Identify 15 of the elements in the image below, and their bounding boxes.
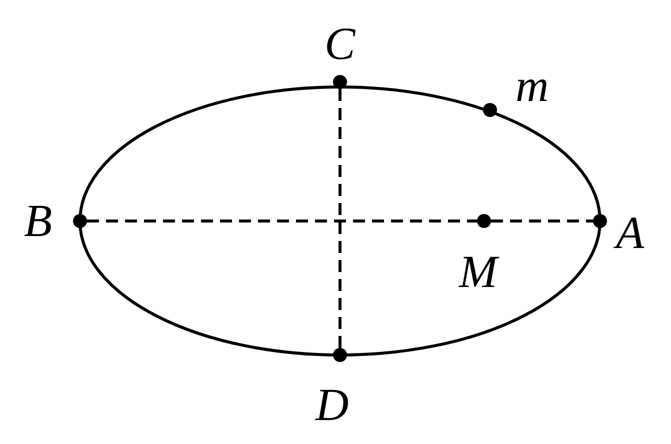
dashed-line [87, 220, 477, 222]
dashed-line [491, 220, 593, 222]
point-dot [333, 348, 347, 362]
point-label: m [516, 63, 549, 109]
point-dot [477, 214, 491, 228]
point-dot [593, 214, 607, 228]
point-label: M [459, 249, 498, 295]
point-label: C [324, 21, 356, 67]
point-label: A [616, 210, 644, 256]
point-dot [483, 103, 497, 117]
point-label: D [316, 382, 349, 428]
point-label: B [24, 198, 52, 244]
dashed-line [338, 89, 342, 348]
point-dot [73, 214, 87, 228]
point-dot [333, 75, 347, 89]
